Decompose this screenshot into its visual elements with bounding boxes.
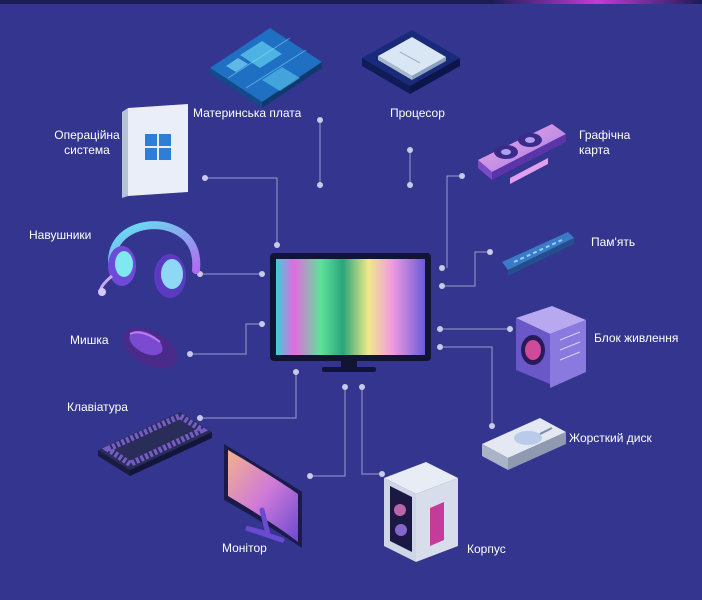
label-power-supply: Блок живлення	[594, 331, 679, 345]
label-keyboard: Клавіатура	[67, 400, 128, 414]
connector-hdd	[440, 346, 493, 426]
label-hard-drive: Жорсткий диск	[569, 431, 652, 445]
label-monitor: Монітор	[222, 541, 267, 555]
connector-keyboard	[200, 372, 297, 419]
label-mouse: Мишка	[70, 333, 109, 347]
connector-mouse	[190, 323, 262, 355]
curved-monitor-illustration	[224, 444, 302, 548]
mouse-illustration	[122, 327, 178, 369]
hard-drive-illustration	[482, 418, 566, 470]
connector-memory	[442, 251, 490, 287]
label-os-line1: Операційна	[54, 128, 120, 142]
label-motherboard: Материнська плата	[193, 106, 302, 120]
label-memory: Пам'ять	[591, 235, 636, 249]
power-supply-illustration	[516, 306, 586, 388]
top-accent-bar	[0, 0, 702, 4]
connector-os	[205, 177, 278, 245]
label-graphics-card: Графічна карта	[579, 128, 630, 158]
keyboard-illustration	[98, 412, 212, 476]
label-gpu-line1: Графічна	[579, 128, 631, 142]
label-gpu-line2: карта	[579, 143, 610, 157]
connector-monitor	[310, 387, 346, 477]
central-monitor-illustration	[270, 253, 431, 372]
graphics-card-illustration	[478, 124, 566, 184]
pc-case-illustration	[384, 462, 458, 562]
label-case: Корпус	[467, 542, 506, 556]
processor-illustration	[362, 30, 460, 94]
connector-case	[361, 387, 382, 475]
connector-dots	[187, 117, 513, 479]
label-os-line2: система	[64, 143, 110, 157]
connector-lines	[190, 120, 510, 477]
label-headphones: Навушники	[29, 228, 92, 242]
memory-illustration	[502, 232, 574, 276]
headphones-illustration	[98, 221, 201, 298]
label-operating-system: Операційна система	[52, 128, 122, 158]
connector-gpu	[446, 175, 462, 268]
os-box-illustration	[122, 104, 188, 198]
motherboard-illustration	[210, 28, 322, 108]
label-processor: Процесор	[390, 106, 445, 120]
